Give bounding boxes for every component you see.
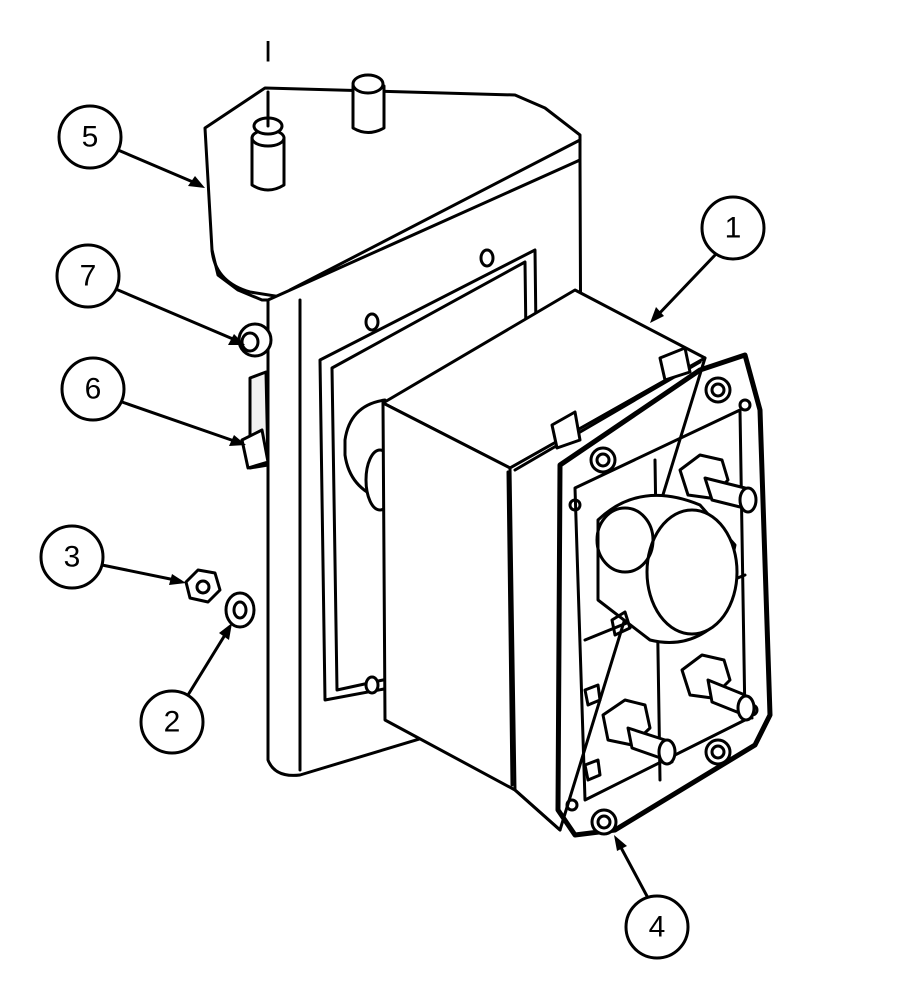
port-fitting-upper-right bbox=[678, 453, 758, 514]
callout-label-6: 6 bbox=[85, 373, 102, 406]
locating-pin-left bbox=[250, 90, 286, 192]
arrowhead-1 bbox=[650, 307, 664, 323]
callout-balloon-6: 6 bbox=[60, 356, 126, 422]
callout-label-3: 3 bbox=[64, 541, 81, 574]
callout-label-2: 2 bbox=[164, 706, 181, 739]
leader-lines bbox=[100, 148, 719, 900]
callout-label-1: 1 bbox=[725, 212, 742, 245]
callout-balloon-1: 1 bbox=[700, 195, 766, 261]
nut bbox=[184, 568, 222, 604]
callout-balloon-7: 7 bbox=[55, 243, 121, 309]
arrowhead-4 bbox=[614, 835, 627, 851]
port-fitting-lower-left bbox=[601, 698, 677, 766]
callout-balloon-2: 2 bbox=[139, 689, 205, 755]
leader-2 bbox=[186, 628, 230, 697]
port-fitting-lower-right bbox=[680, 653, 756, 722]
arrowhead-7 bbox=[228, 334, 245, 345]
leader-1 bbox=[653, 251, 719, 320]
arrowhead-2 bbox=[219, 623, 232, 640]
callout-label-4: 4 bbox=[649, 911, 666, 944]
top-mark: I bbox=[264, 36, 272, 69]
arrowhead-6 bbox=[229, 435, 246, 446]
callout-label-7: 7 bbox=[80, 260, 97, 293]
leader-6 bbox=[120, 400, 242, 445]
washer bbox=[224, 591, 256, 629]
leader-4 bbox=[616, 840, 650, 900]
leader-3 bbox=[100, 563, 182, 583]
arrowhead-5 bbox=[188, 176, 205, 188]
leader-5 bbox=[116, 148, 202, 187]
callout-balloon-4: 4 bbox=[624, 894, 690, 960]
callout-balloon-5: 5 bbox=[57, 104, 123, 170]
center-knob bbox=[595, 493, 739, 644]
valve-body-assembly bbox=[381, 288, 773, 838]
bushing bbox=[237, 322, 273, 358]
locating-pin-right bbox=[351, 73, 386, 134]
callout-label-5: 5 bbox=[82, 121, 99, 154]
leader-7 bbox=[116, 288, 242, 344]
stud bbox=[240, 370, 270, 470]
arrowhead-3 bbox=[169, 574, 186, 585]
callout-balloon-3: 3 bbox=[39, 524, 105, 590]
